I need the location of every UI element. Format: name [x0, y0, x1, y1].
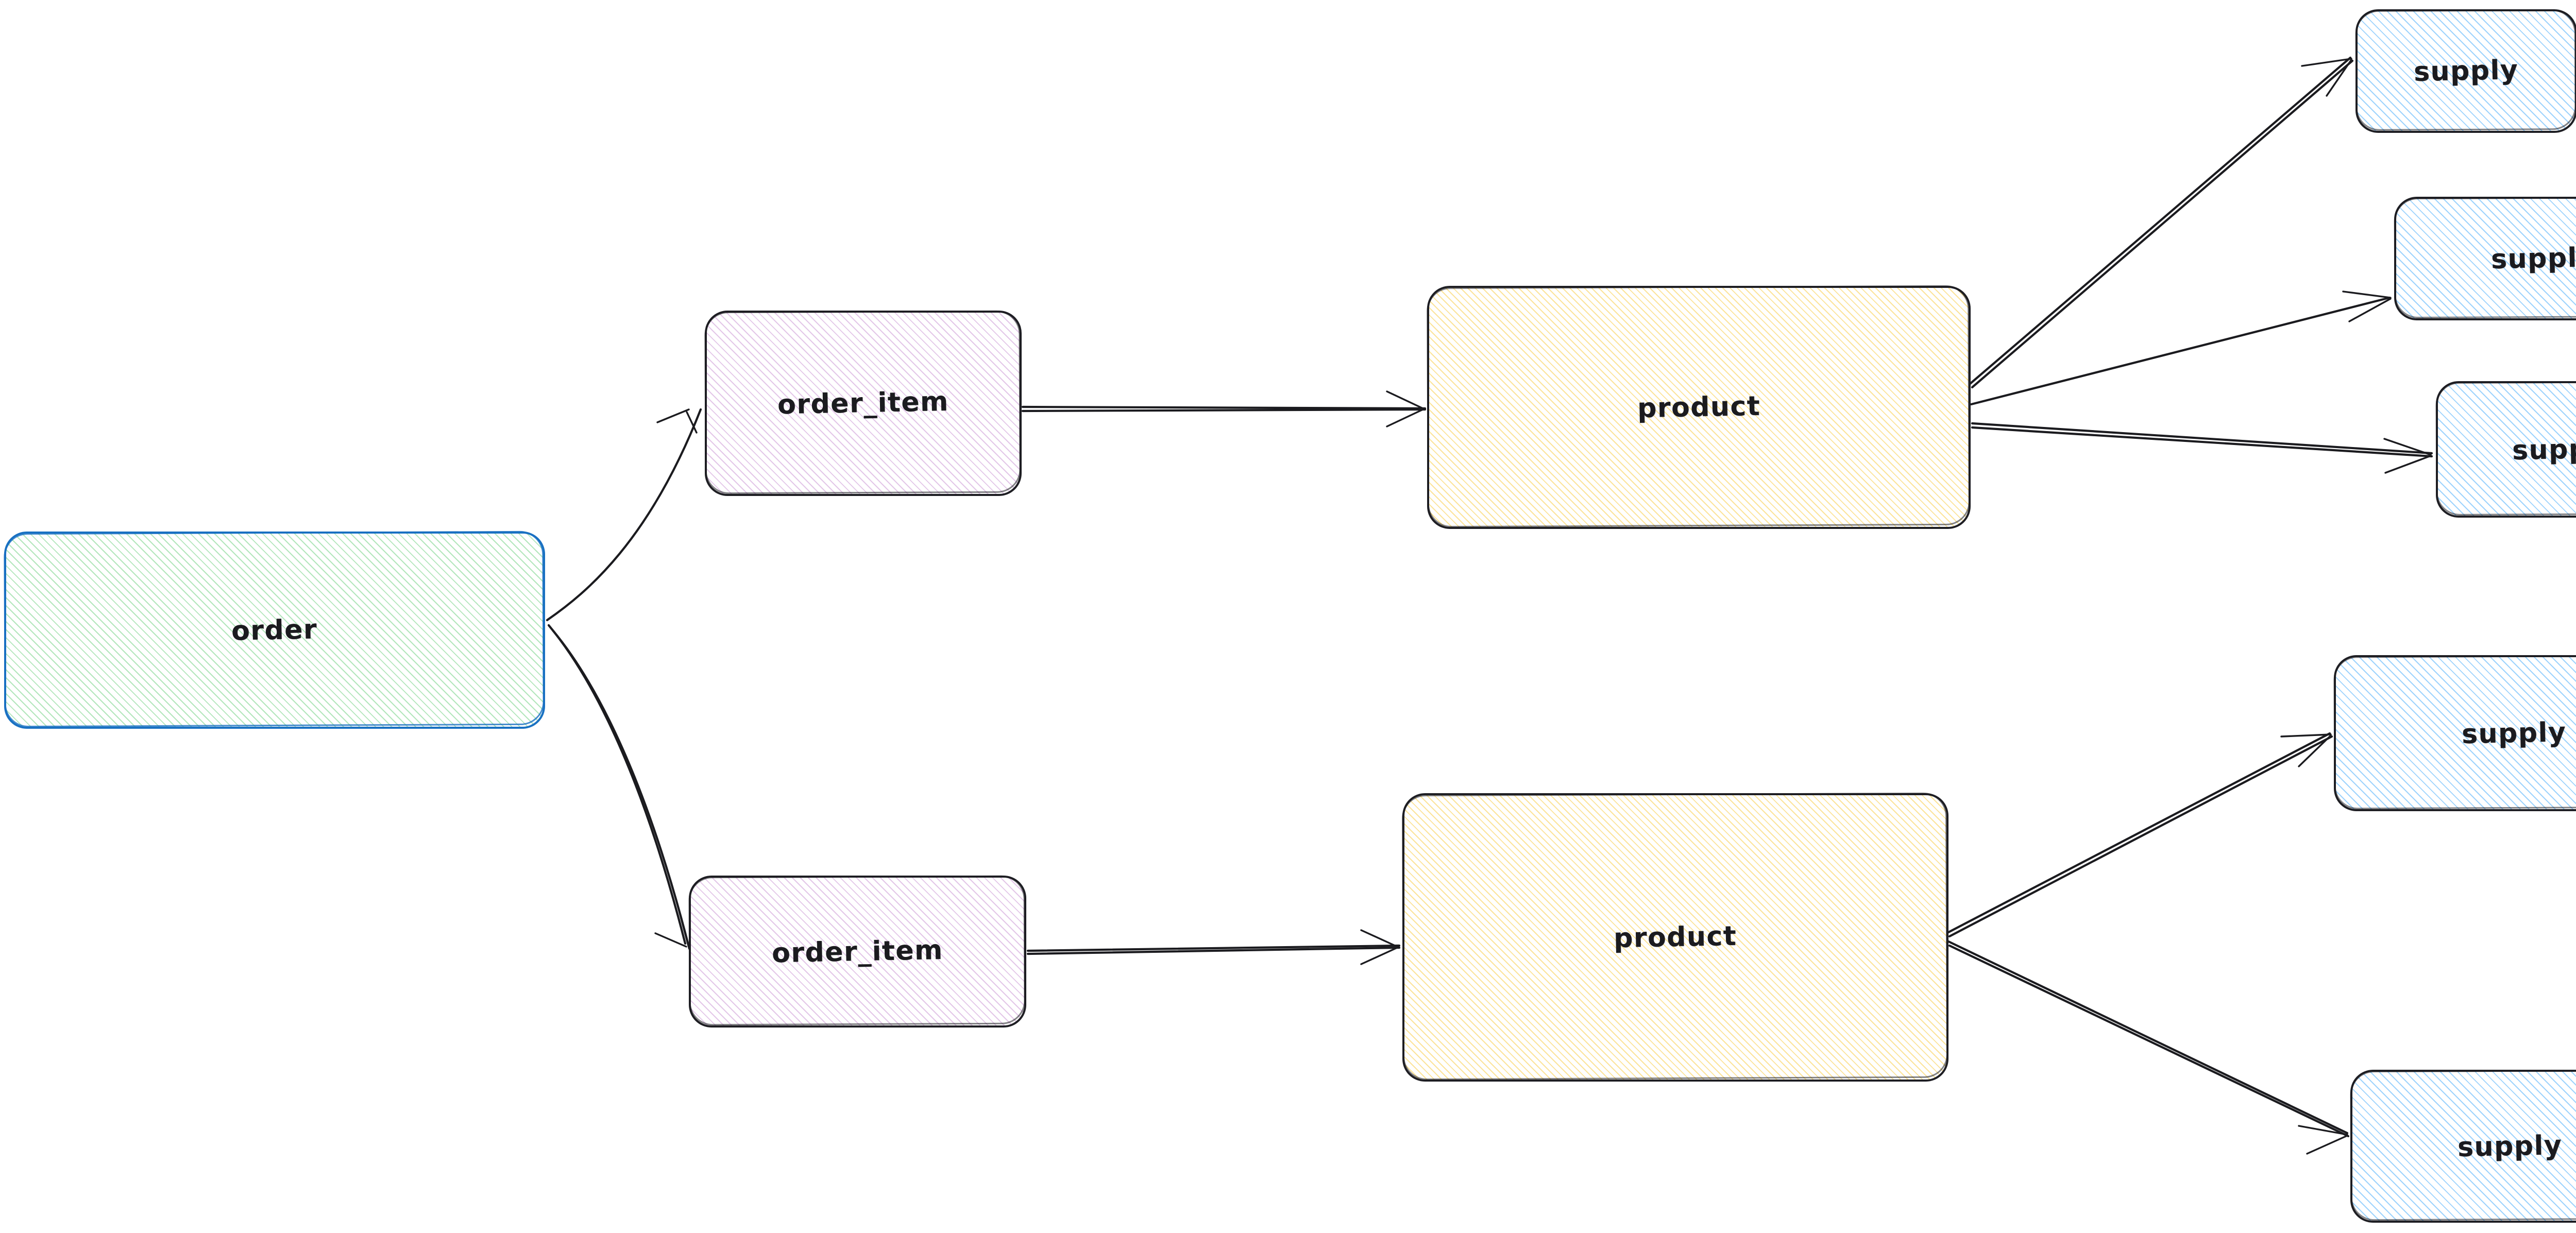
node-supply-3-label: supply — [2512, 433, 2576, 466]
node-supply-1[interactable]: supply — [2355, 9, 2576, 133]
node-order-item-1-label: order_item — [777, 386, 950, 421]
edge-order-to-order-item-2 — [547, 624, 691, 950]
edge-order-to-order-item-1 — [546, 408, 702, 622]
node-supply-3[interactable]: supply — [2436, 381, 2576, 518]
node-order-label: order — [231, 613, 318, 647]
node-product-1-label: product — [1637, 390, 1761, 424]
node-order-item-2[interactable]: order_item — [689, 876, 1026, 1028]
node-product-2-label: product — [1613, 920, 1738, 954]
edge-product-2-to-supply-5 — [1947, 940, 2350, 1155]
edge-product-1-to-supply-1 — [1969, 56, 2354, 389]
node-supply-5-label: supply — [2457, 1129, 2563, 1163]
edge-product-2-to-supply-4 — [1947, 732, 2333, 938]
node-product-2[interactable]: product — [1402, 793, 1948, 1082]
node-supply-1-label: supply — [2413, 55, 2519, 88]
node-supply-2[interactable]: supply — [2394, 197, 2576, 320]
node-supply-4-label: supply — [2461, 716, 2567, 750]
node-supply-2-label: supply — [2490, 242, 2576, 275]
node-order-item-1[interactable]: order_item — [705, 311, 1022, 496]
node-order[interactable]: order — [4, 532, 545, 729]
edge-product-1-to-supply-3 — [1971, 422, 2433, 474]
edge-order-item-1-to-product-1 — [1021, 390, 1427, 427]
node-order-item-2-label: order_item — [771, 934, 944, 969]
node-supply-4[interactable]: supply — [2334, 655, 2576, 811]
edge-product-1-to-supply-2 — [1970, 290, 2392, 406]
edge-order-item-2-to-product-2 — [1026, 929, 1401, 965]
node-supply-5[interactable]: supply — [2350, 1070, 2576, 1223]
node-product-1[interactable]: product — [1427, 286, 1971, 529]
